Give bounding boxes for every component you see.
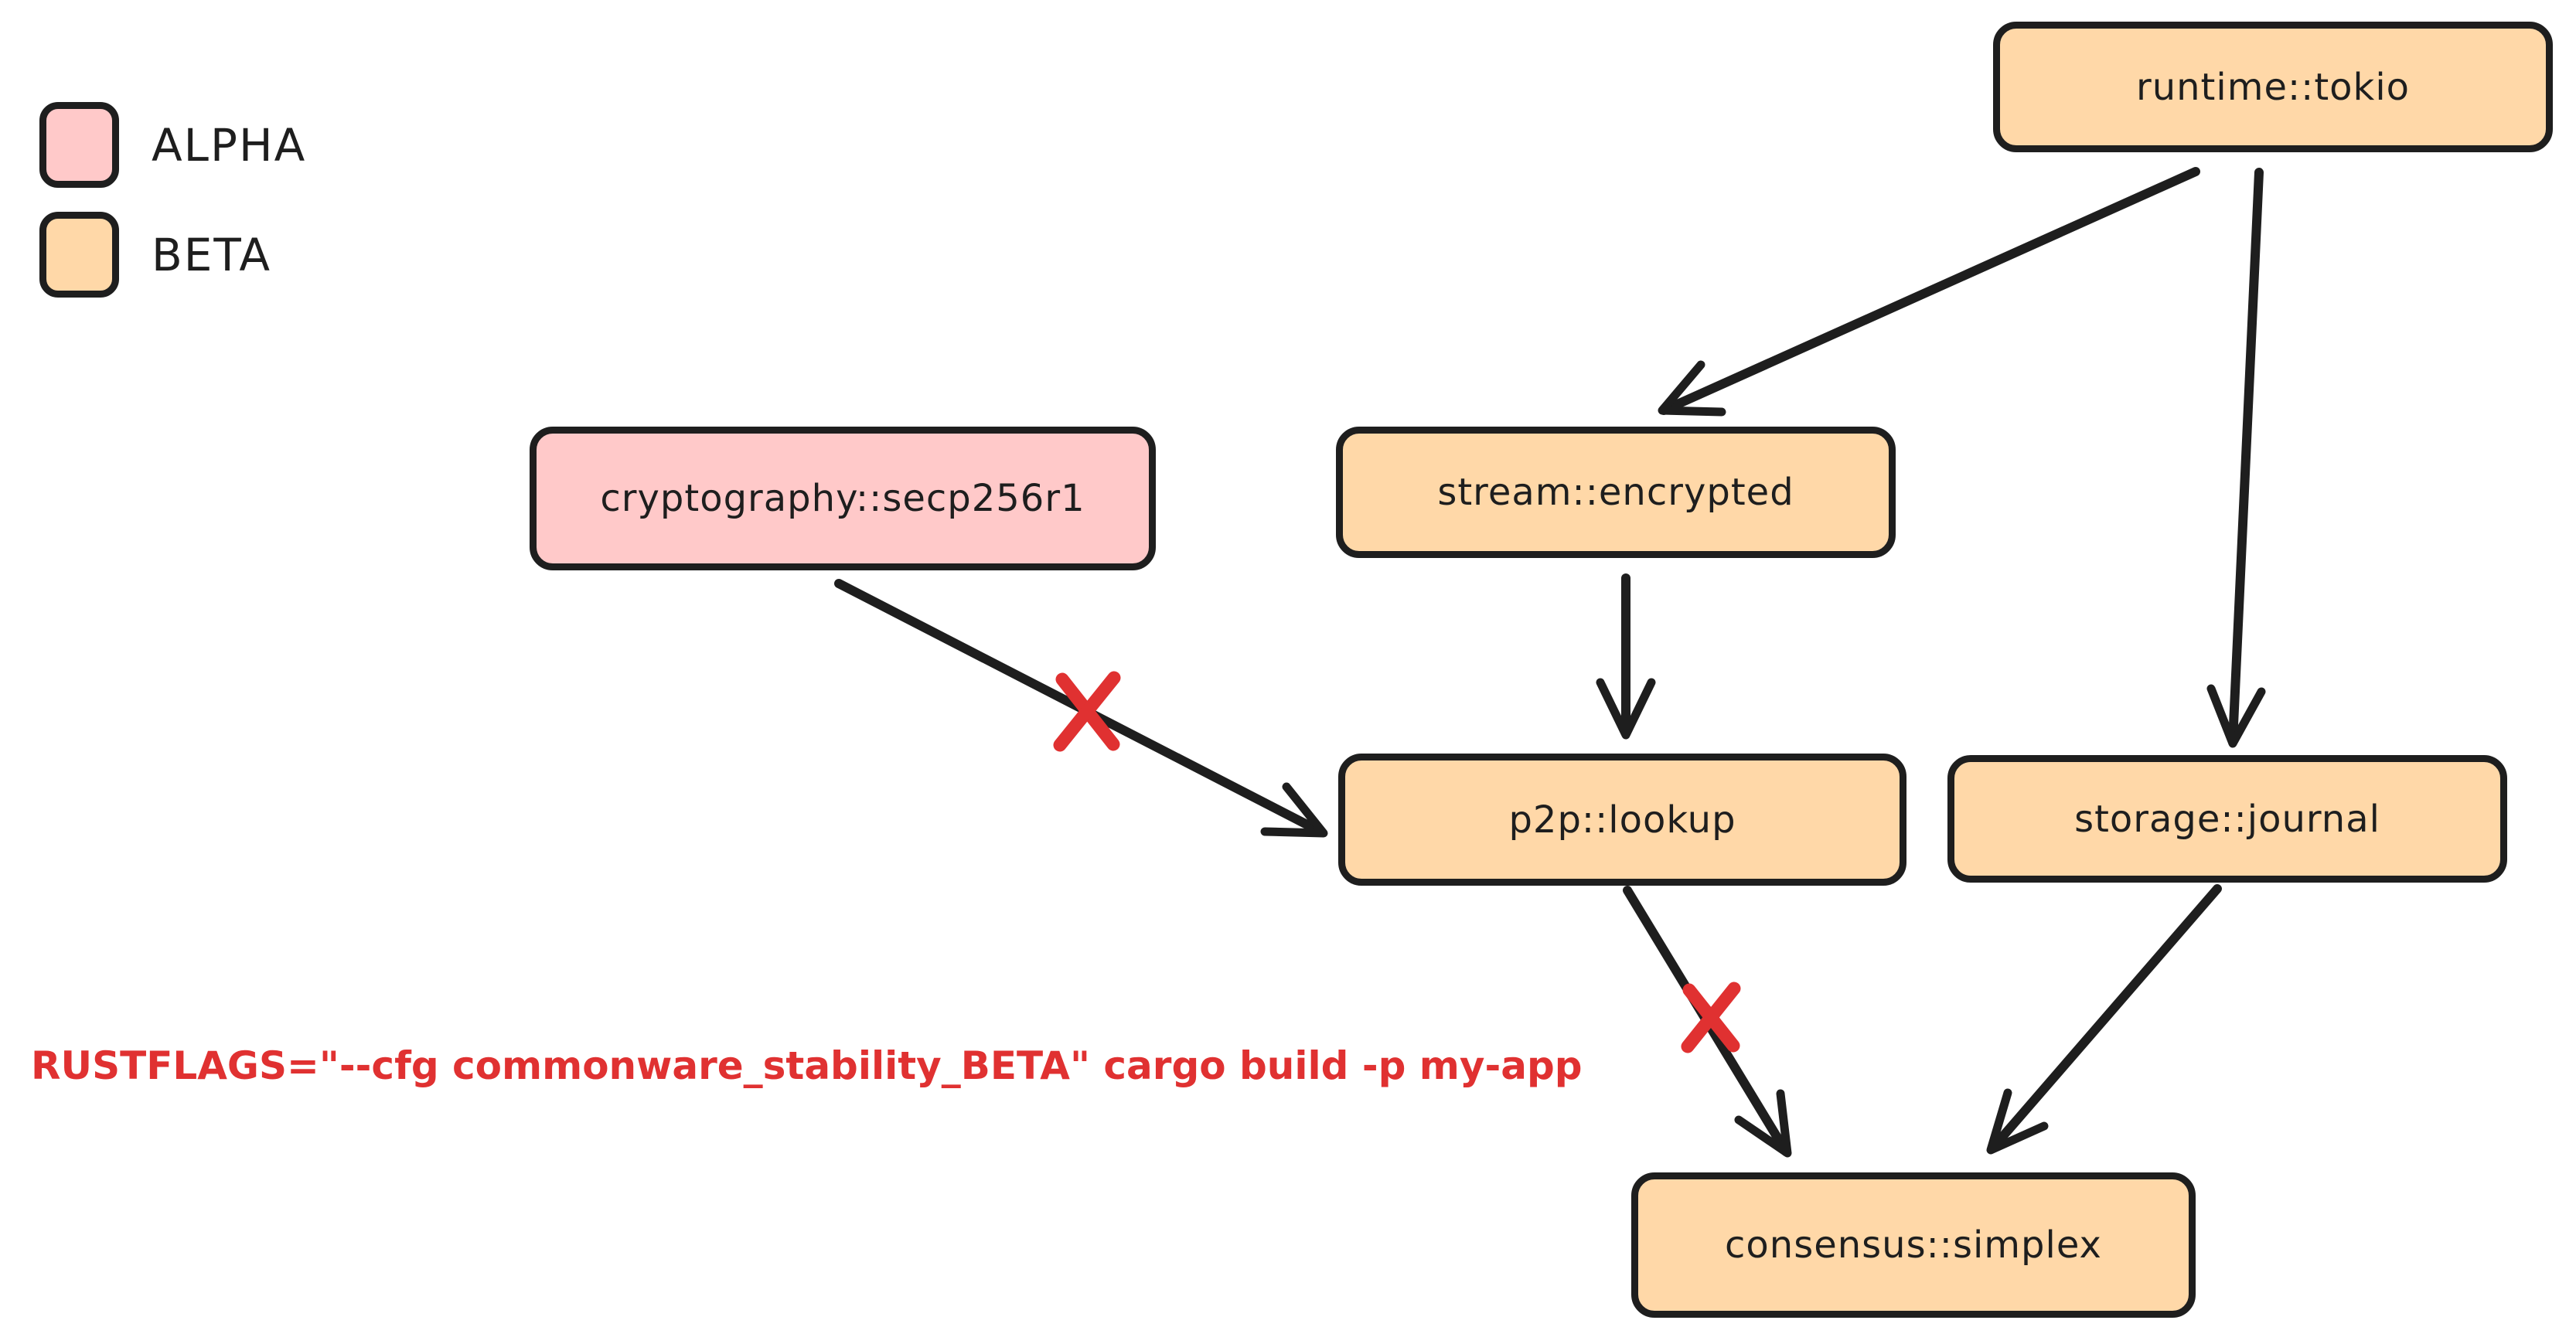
- legend-item-alpha: ALPHA: [39, 102, 306, 188]
- node-runtime-tokio: runtime::tokio: [1993, 22, 2553, 152]
- beta-swatch: [39, 212, 119, 298]
- node-label: stream::encrypted: [1437, 471, 1794, 514]
- edge-stream-encrypted-to-p2p-lookup: [1596, 573, 1656, 740]
- blocked-cross-icon: [1681, 982, 1741, 1053]
- alpha-label: ALPHA: [152, 118, 307, 172]
- node-storage-journal: storage::journal: [1947, 755, 2507, 883]
- node-label: cryptography::secp256r1: [600, 477, 1085, 520]
- edge-runtime-tokio-to-storage-journal: [2206, 168, 2266, 748]
- node-stream-encrypted: stream::encrypted: [1336, 427, 1896, 558]
- edge-runtime-tokio-to-stream-encrypted: [1658, 167, 2200, 417]
- node-label: consensus::simplex: [1725, 1223, 2102, 1267]
- edge-storage-journal-to-consensus-simplex: [1986, 884, 2222, 1155]
- node-label: p2p::lookup: [1508, 798, 1736, 842]
- beta-label: BETA: [152, 228, 272, 281]
- node-label: storage::journal: [2074, 797, 2380, 841]
- node-consensus-simplex: consensus::simplex: [1631, 1172, 2196, 1318]
- node-p2p-lookup: p2p::lookup: [1338, 754, 1906, 886]
- build-command: RUSTFLAGS="--cfg commonware_stability_BE…: [31, 1043, 1583, 1088]
- alpha-swatch: [39, 102, 119, 188]
- blocked-cross-icon: [1053, 671, 1121, 752]
- node-cryptography-secp256r1: cryptography::secp256r1: [530, 427, 1156, 570]
- legend-item-beta: BETA: [39, 212, 271, 298]
- node-label: runtime::tokio: [2135, 65, 2411, 109]
